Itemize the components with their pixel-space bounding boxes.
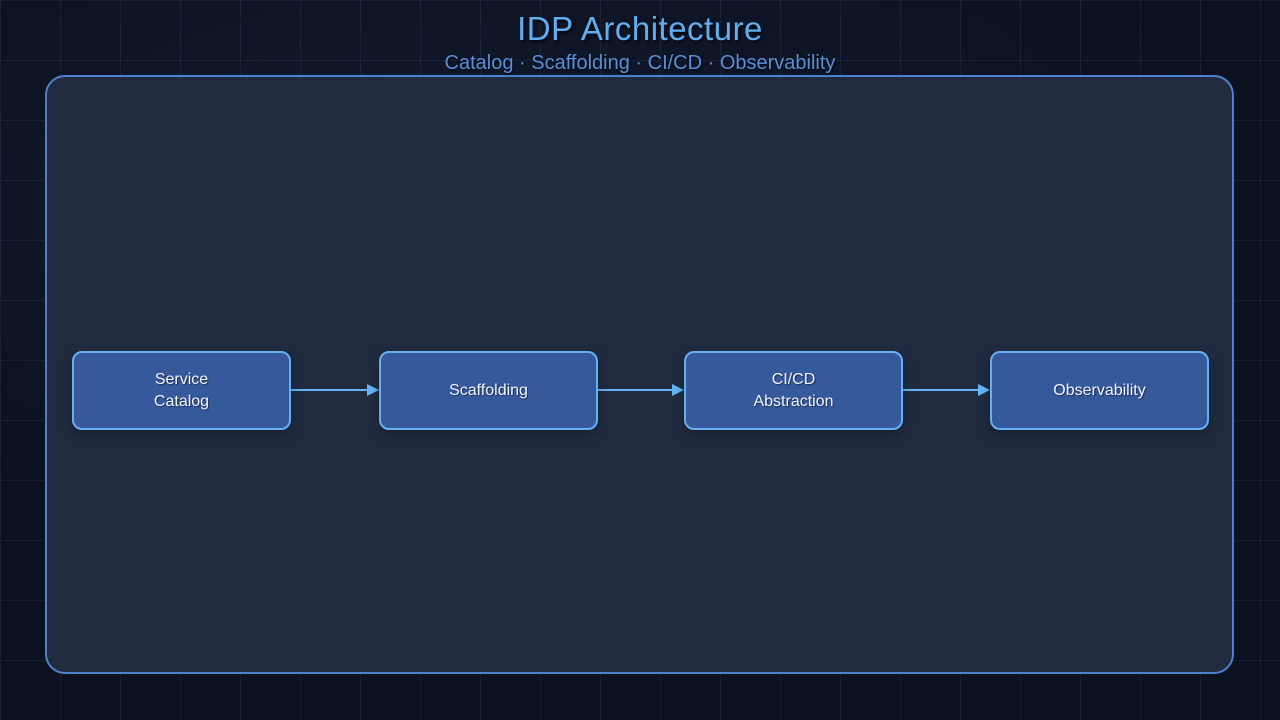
node-label: Service Catalog	[153, 370, 210, 410]
node-observability: Observability	[990, 351, 1209, 430]
node-label: CI/CD Abstraction	[753, 370, 834, 410]
flow-arrow-3	[903, 384, 990, 396]
flow-arrow-1	[291, 384, 379, 396]
node-label: Observability	[1053, 381, 1146, 399]
flow-arrow-2	[598, 384, 684, 396]
node-cicd-abstraction: CI/CD Abstraction	[684, 351, 903, 430]
arrow-head-icon	[978, 384, 990, 396]
arrow-head-icon	[672, 384, 684, 396]
diagram-panel: Service Catalog Scaffolding CI/CD Abstra…	[45, 75, 1234, 674]
page-title: IDP Architecture	[517, 10, 763, 47]
header: IDP Architecture Catalog · Scaffolding ·…	[0, 10, 1280, 75]
arrow-head-icon	[367, 384, 379, 396]
node-service-catalog: Service Catalog	[72, 351, 291, 430]
node-scaffolding: Scaffolding	[379, 351, 598, 430]
node-label: Scaffolding	[449, 381, 528, 399]
page-subtitle: Catalog · Scaffolding · CI/CD · Observab…	[444, 52, 836, 74]
